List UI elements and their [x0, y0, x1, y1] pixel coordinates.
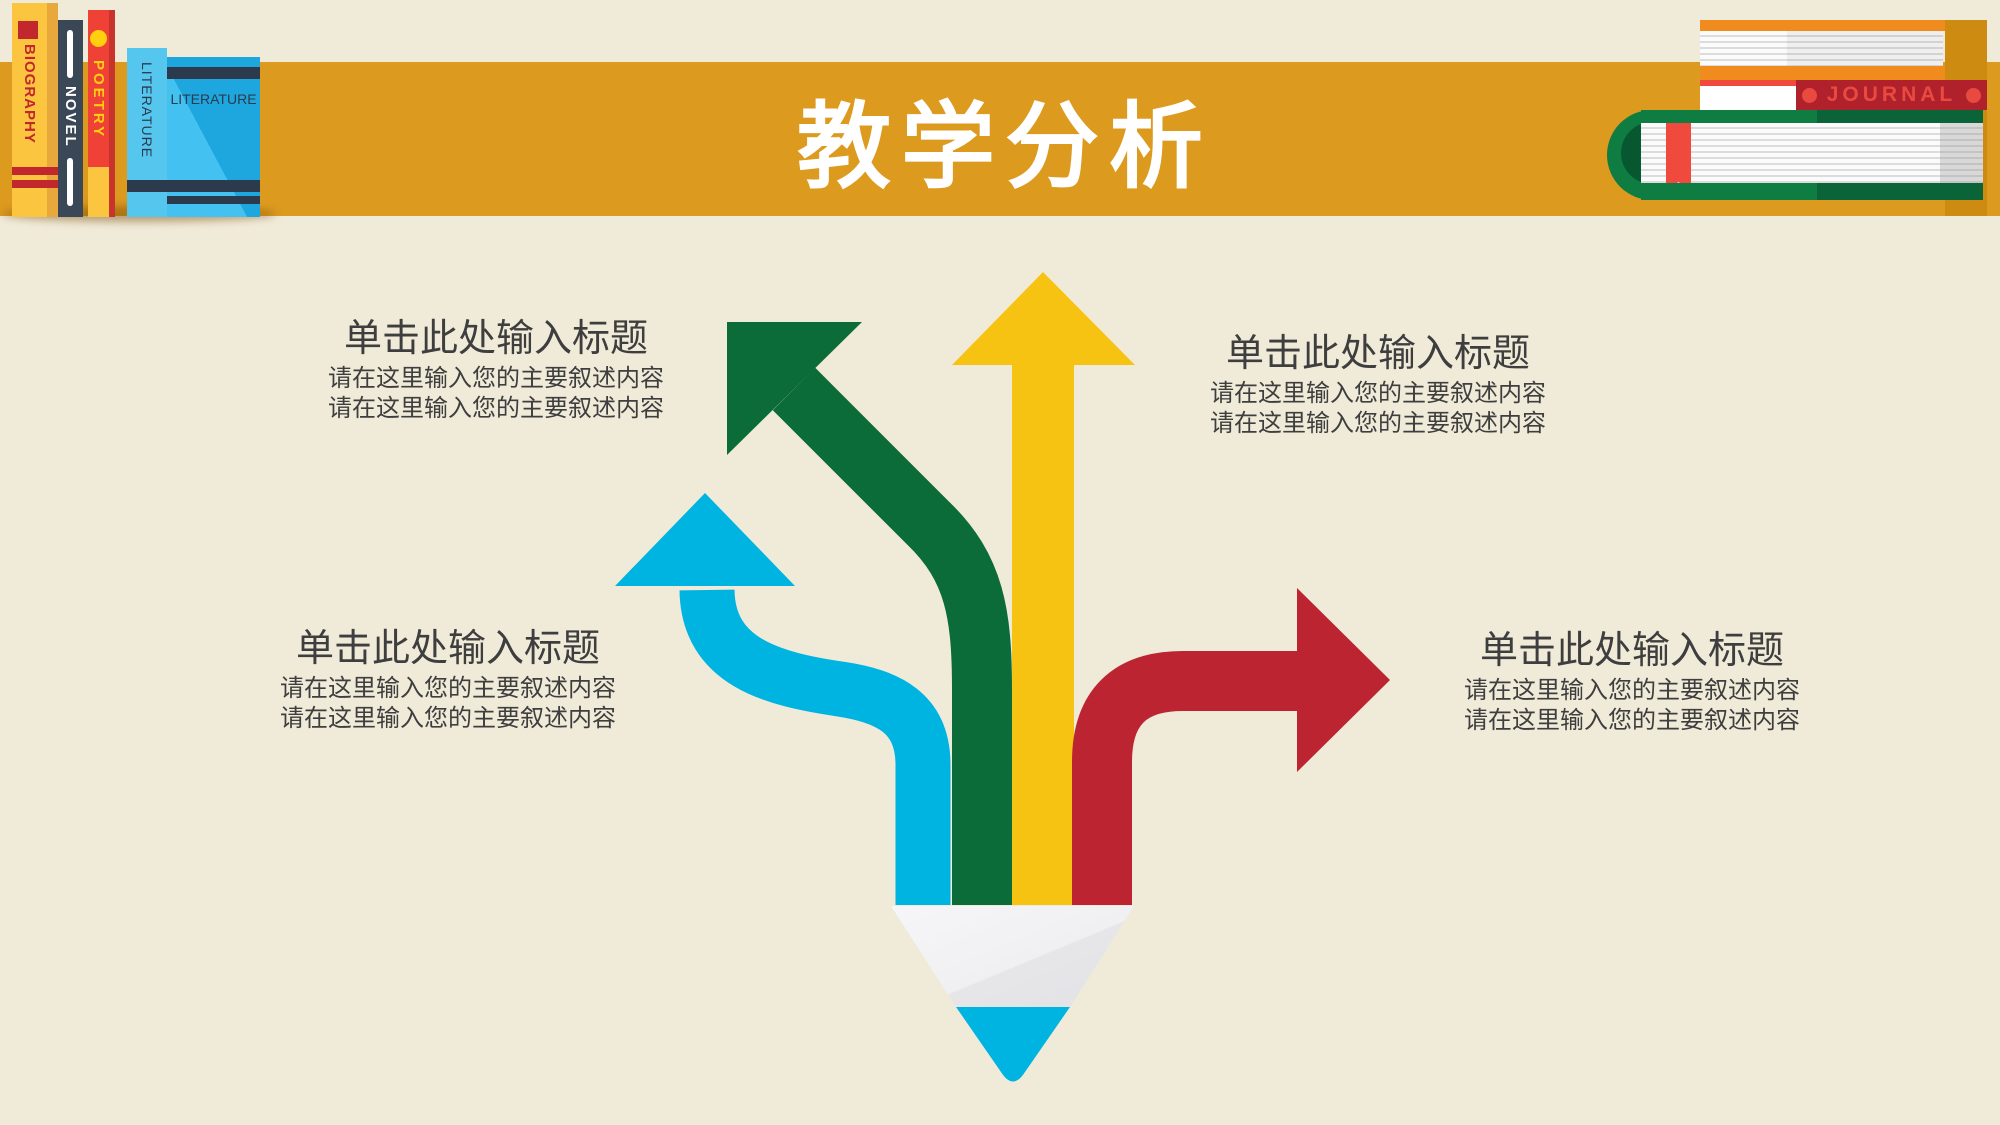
item-top-left[interactable]: 单击此处输入标题 请在这里输入您的主要叙述内容 请在这里输入您的主要叙述内容: [294, 316, 698, 424]
item-line[interactable]: 请在这里输入您的主要叙述内容: [280, 675, 616, 702]
item-bottom-right[interactable]: 单击此处输入标题 请在这里输入您的主要叙述内容 请在这里输入您的主要叙述内容: [1430, 628, 1834, 736]
book-biography-stripe: [12, 167, 58, 175]
green-book-top-shade: [1817, 110, 1983, 123]
journal-cover: JOURNAL: [1796, 80, 1987, 110]
blue-arrow: [615, 493, 951, 905]
green-book-bottom-shade: [1817, 183, 1983, 200]
item-line[interactable]: 请在这里输入您的主要叙述内容: [328, 365, 664, 392]
journal-label: JOURNAL: [1826, 83, 1957, 106]
book-literature-big-band: [167, 67, 260, 79]
stack-pages: [1787, 31, 1943, 66]
journal-dot-icon: [1801, 87, 1817, 103]
book-literature-big-label: LITERATURE: [170, 91, 257, 107]
book-poetry-side: [109, 10, 115, 217]
book-biography-emblem: [18, 21, 38, 39]
book-literature-big-band: [167, 196, 260, 204]
book-novel-stripe: [67, 30, 73, 78]
red-arrow: [1072, 588, 1390, 905]
item-top-right[interactable]: 单击此处输入标题 请在这里输入您的主要叙述内容 请在这里输入您的主要叙述内容: [1176, 331, 1580, 439]
item-bottom-left[interactable]: 单击此处输入标题 请在这里输入您的主要叙述内容 请在这里输入您的主要叙述内容: [246, 626, 650, 734]
stack-orange-cover: [1700, 20, 1945, 31]
books-bottom-band: [127, 180, 260, 192]
green-arrowhead-icon: [727, 322, 862, 455]
bookmark-ribbon: [1666, 123, 1691, 193]
green-book-top: [1641, 110, 1817, 123]
item-line[interactable]: 请在这里输入您的主要叙述内容: [1210, 380, 1546, 407]
book-biography-stripe: [12, 180, 58, 188]
green-book-pages-side: [1940, 123, 1983, 183]
green-arrow: [727, 322, 1012, 905]
book-poetry-dot-icon: [90, 30, 107, 47]
item-title[interactable]: 单击此处输入标题: [1225, 333, 1530, 375]
item-title[interactable]: 单击此处输入标题: [1479, 630, 1784, 672]
book-biography-side: [47, 3, 58, 217]
red-arrowhead-icon: [1297, 588, 1390, 772]
item-line[interactable]: 请在这里输入您的主要叙述内容: [280, 705, 616, 732]
book-novel-stripe: [67, 158, 73, 206]
yellow-arrowhead-icon: [952, 272, 1135, 365]
yellow-arrow: [952, 272, 1135, 905]
stack-pages: [1700, 31, 1787, 66]
green-book-bottom: [1641, 183, 1817, 200]
pencil-wood: [891, 906, 1134, 1007]
item-line[interactable]: 请在这里输入您的主要叙述内容: [328, 395, 664, 422]
item-title[interactable]: 单击此处输入标题: [343, 318, 648, 360]
pencil-tip: [956, 1007, 1070, 1082]
journal-dot-icon: [1966, 87, 1982, 103]
slide-title[interactable]: 教学分析: [796, 94, 1213, 199]
book-poetry: [88, 10, 109, 217]
stack-orange-cover: [1700, 66, 1945, 80]
blue-arrowhead-icon: [615, 493, 795, 586]
pencil: [891, 906, 1134, 1082]
item-title[interactable]: 单击此处输入标题: [295, 628, 600, 670]
item-line[interactable]: 请在这里输入您的主要叙述内容: [1464, 677, 1800, 704]
item-line[interactable]: 请在这里输入您的主要叙述内容: [1464, 707, 1800, 734]
book-literature-big-label-wrap: LITERATURE: [167, 91, 260, 109]
book-poetry-bottom: [88, 167, 109, 217]
journal-pages: [1700, 80, 1796, 110]
item-line[interactable]: 请在这里输入您的主要叙述内容: [1210, 410, 1546, 437]
